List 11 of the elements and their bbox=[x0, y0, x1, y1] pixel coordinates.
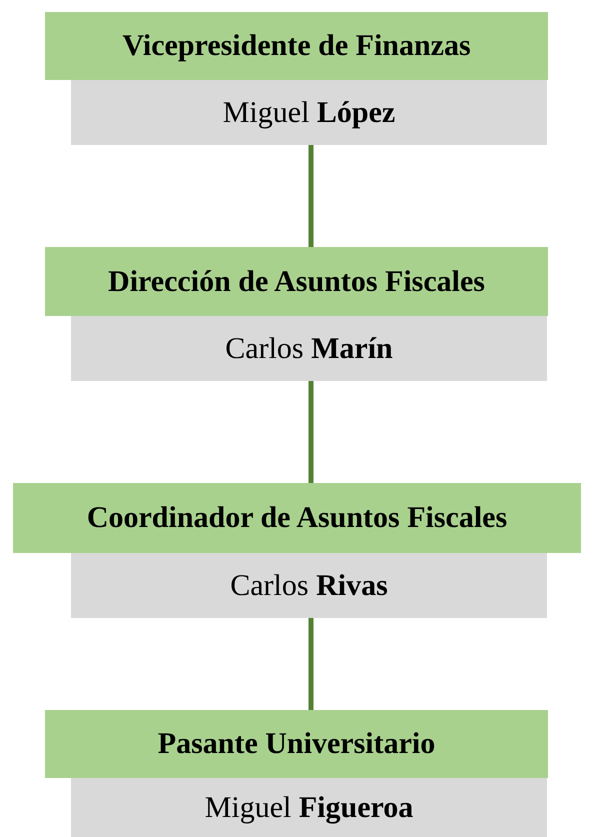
position-title-box: Pasante Universitario bbox=[45, 710, 548, 778]
person-name-box: Miguel López bbox=[71, 80, 547, 145]
connector-line bbox=[308, 145, 314, 247]
person-name-box: Miguel Figueroa bbox=[71, 778, 547, 837]
position-title-box: Dirección de Asuntos Fiscales bbox=[45, 247, 548, 316]
connector-line bbox=[308, 618, 314, 710]
position-title-box: Vicepresidente de Finanzas bbox=[45, 12, 548, 80]
position-title-box: Coordinador de Asuntos Fiscales bbox=[13, 483, 581, 553]
person-name-box: Carlos Rivas bbox=[71, 553, 547, 618]
connector-line bbox=[308, 381, 314, 483]
person-name-box: Carlos Marín bbox=[71, 316, 547, 381]
